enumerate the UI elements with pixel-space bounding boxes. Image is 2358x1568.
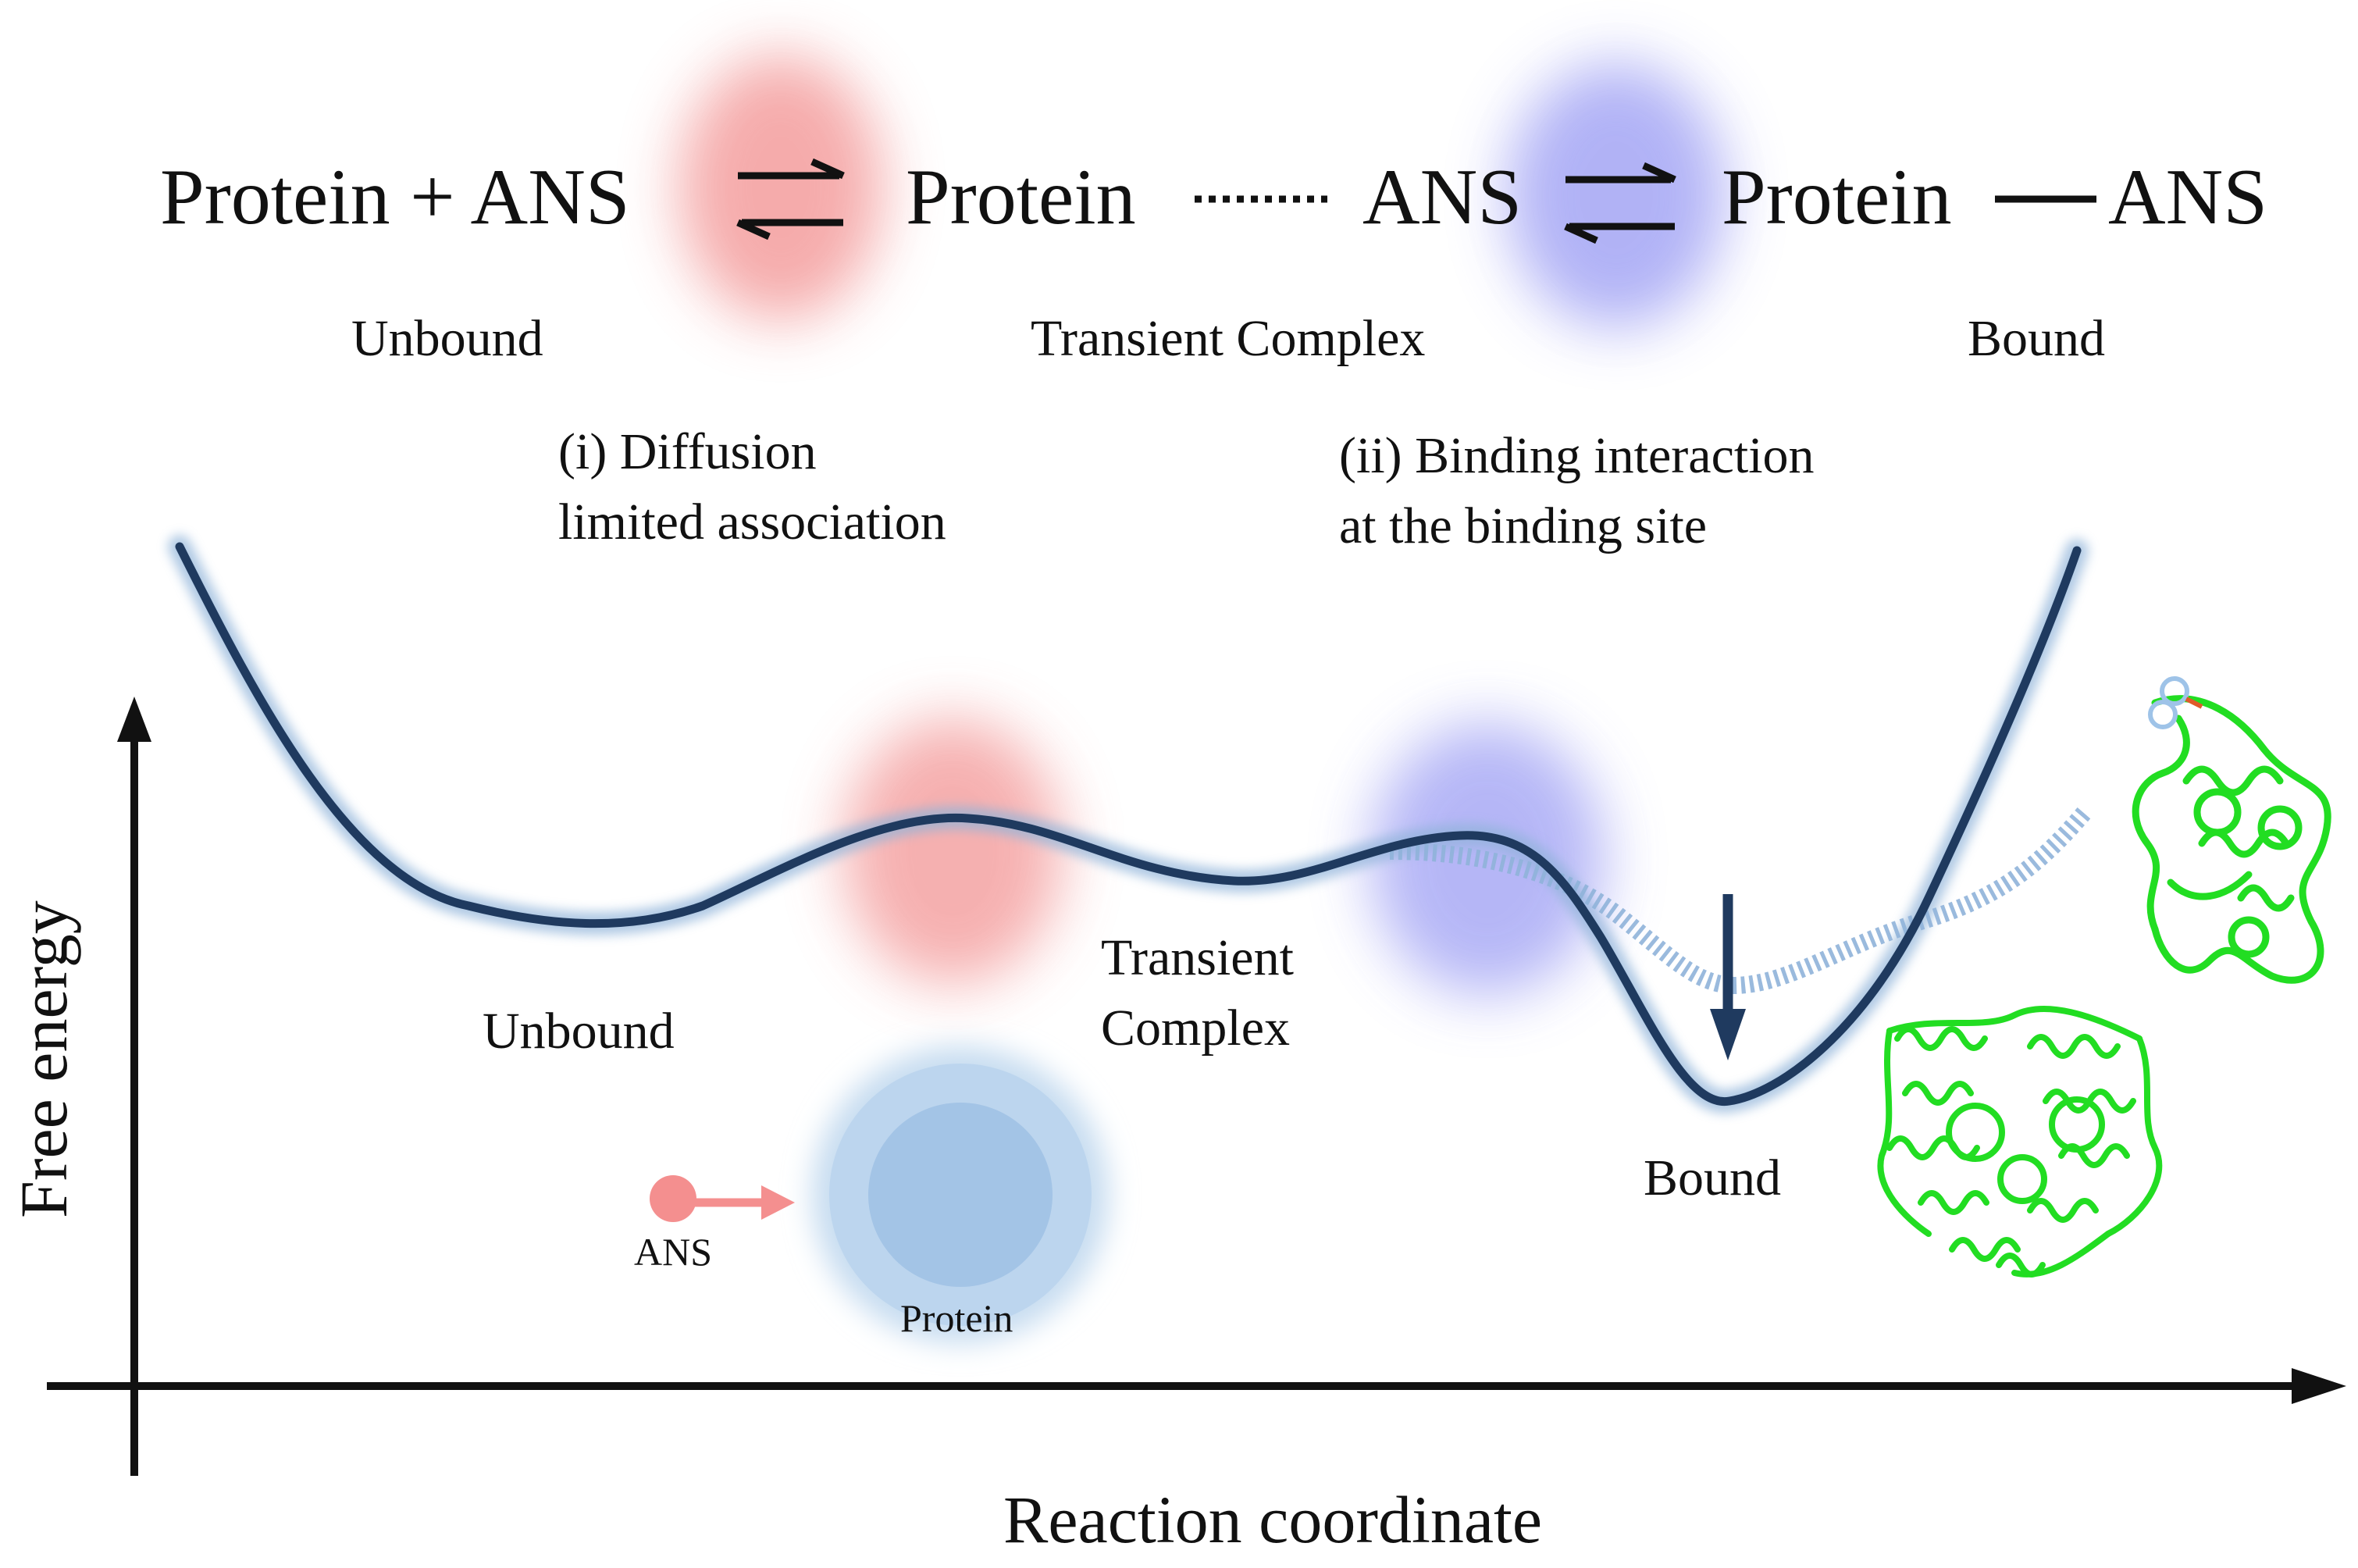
state-label-transient: Transient Complex (1031, 310, 1425, 367)
energy-lowering-arrow (1710, 894, 1746, 1060)
top-red-glow (679, 55, 882, 320)
step1-line2: limited association (558, 494, 946, 551)
top-blue-glow (1507, 62, 1726, 328)
state-label-unbound: Unbound (351, 310, 543, 367)
curve-label-transient-1: Transient (1101, 929, 1294, 986)
x-axis-label: Reaction coordinate (1003, 1482, 1542, 1557)
free-energy-curve (175, 542, 2082, 1106)
x-axis (47, 1368, 2346, 1404)
inset-protein-label: Protein (900, 1296, 1013, 1340)
step2-line1: (ii) Binding interaction (1339, 427, 1815, 484)
y-axis (117, 697, 151, 1476)
y-axis-label: Free energy (6, 900, 81, 1218)
eq-term-transient-ans: ANS (1362, 153, 1522, 241)
ans-ligand-molecule (2148, 676, 2203, 729)
step1-line1: (i) Diffusion (558, 423, 817, 480)
curve-label-transient-2: Complex (1101, 1000, 1290, 1057)
protein-structure-bound-ans (2132, 695, 2331, 984)
alt-curve-dotted (1389, 806, 2092, 995)
eq-term-bound-protein: Protein (1722, 153, 1952, 241)
equilibrium-arrows-2 (1564, 162, 1676, 244)
inset-ans-label: ANS (634, 1230, 712, 1274)
curve-red-glow (843, 718, 1062, 984)
state-label-bound: Bound (1968, 310, 2105, 367)
equilibrium-arrows-1 (736, 158, 845, 241)
eq-term-transient-protein: Protein (906, 153, 1136, 241)
curve-label-bound: Bound (1644, 1149, 1781, 1206)
curve-label-unbound: Unbound (483, 1003, 675, 1060)
eq-term-bound-ans: ANS (2108, 153, 2267, 241)
step2-line2: at the binding site (1339, 497, 1707, 554)
protein-structure-large (1877, 1005, 2163, 1278)
ans-dot (650, 1175, 696, 1222)
ans-arrow-head (761, 1185, 795, 1220)
eq-term-unbound: Protein + ANS (160, 153, 630, 241)
protein-core (868, 1103, 1053, 1287)
